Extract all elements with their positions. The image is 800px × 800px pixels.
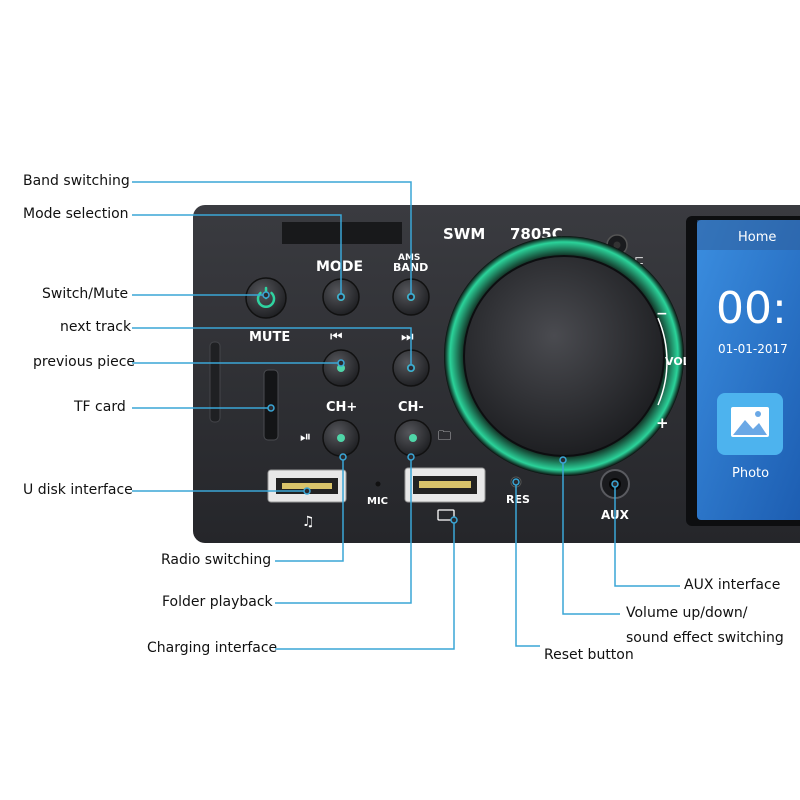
ch-plus-label: CH+	[326, 400, 357, 415]
usb-port-charging[interactable]	[404, 467, 486, 503]
play-pause-icon: ⏯	[300, 429, 311, 445]
ch-minus-button[interactable]	[394, 419, 432, 457]
leader-dots	[262, 291, 619, 524]
brand-label: SWM	[443, 225, 485, 243]
callout-reset-button: Reset button	[544, 647, 634, 663]
previous-track-button[interactable]	[322, 349, 360, 387]
music-note-icon: ♫	[302, 514, 315, 530]
callout-previous-piece: previous piece	[33, 354, 136, 370]
top-slot	[282, 222, 402, 244]
screen-home-label[interactable]: Home	[738, 230, 776, 245]
ams-label: AMS	[398, 253, 420, 263]
res-label: RES	[506, 493, 530, 506]
photo-app-label: Photo	[732, 466, 769, 481]
vol-label: VOL	[665, 355, 690, 368]
screen-date: 01-01-2017	[718, 342, 788, 356]
power-icon	[256, 291, 276, 308]
volume-knob[interactable]	[463, 255, 665, 457]
folder-icon: 🗀	[438, 429, 451, 444]
callout-sound-effect: sound effect switching	[626, 630, 784, 646]
callout-u-disk: U disk interface	[23, 482, 133, 498]
callout-charging-interface: Charging interface	[147, 640, 278, 656]
battery-charge-icon	[437, 509, 455, 521]
next-track-icon: ⏭	[401, 329, 414, 345]
screen-time: 00:	[716, 283, 787, 334]
callout-mode-selection: Mode selection	[23, 206, 129, 222]
callout-folder-playback: Folder playback	[162, 594, 273, 610]
callout-aux-interface: AUX interface	[684, 577, 781, 593]
callout-band-switching: Band switching	[23, 173, 130, 189]
leader-lines	[132, 181, 680, 650]
callout-next-track: next track	[60, 319, 132, 335]
photo-app-icon[interactable]	[717, 393, 783, 455]
mic-hole	[375, 481, 381, 487]
volume-arc	[657, 317, 668, 406]
mute-label: MUTE	[249, 330, 290, 345]
callout-radio-switching: Radio switching	[161, 552, 272, 568]
usb-port-music[interactable]	[267, 469, 347, 503]
mic-label: MIC	[367, 496, 388, 507]
camera-icon: ⊏	[634, 253, 644, 267]
ch-minus-label: CH-	[398, 400, 424, 415]
vol-minus: −	[656, 306, 668, 322]
side-slot	[209, 341, 221, 423]
vol-plus: +	[656, 414, 669, 432]
callout-volume: Volume up/down/	[626, 605, 748, 621]
callout-tf-card: TF card	[74, 399, 126, 415]
callout-switch-mute: Switch/Mute	[42, 286, 129, 302]
previous-track-icon: ⏮	[330, 329, 343, 345]
mode-label: MODE	[316, 259, 363, 275]
ch-plus-button[interactable]	[322, 419, 360, 457]
